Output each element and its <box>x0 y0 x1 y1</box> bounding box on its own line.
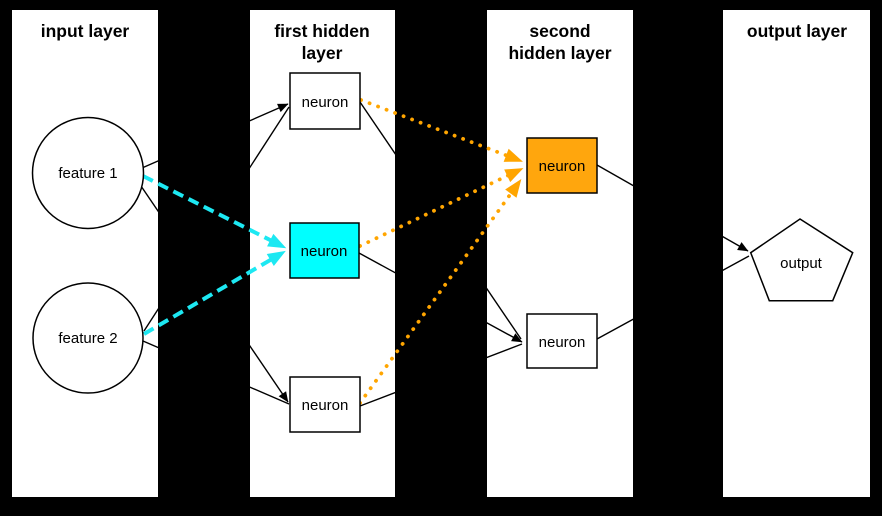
input-layer-title: input layer <box>41 21 130 41</box>
feature2-label: feature 2 <box>58 330 117 347</box>
feature1-label: feature 1 <box>58 165 117 182</box>
hidden1-neuron-middle-highlighted <box>289 222 360 279</box>
input-node-feature2 <box>32 282 144 394</box>
edge-hidden2-top-to-output <box>596 164 749 252</box>
hidden1-neuron-top-label: neuron <box>302 94 349 111</box>
hidden2-neuron-top-highlighted <box>526 137 598 194</box>
hidden1-neuron-bottom-label: neuron <box>302 397 349 414</box>
edge-hidden1-top-to-hidden2-top <box>359 98 523 162</box>
second-hidden-layer-panel <box>487 10 633 497</box>
edge-hidden1-top-to-hidden2-bottom <box>359 101 522 340</box>
edge-feature2-to-hidden1-top <box>143 106 290 332</box>
edge-hidden1-middle-to-hidden2-bottom <box>358 252 523 343</box>
edge-feature1-to-hidden1-top <box>141 103 289 169</box>
first-hidden-layer-title-line2: layer <box>302 43 343 63</box>
second-hidden-layer-title-line2: hidden layer <box>508 43 611 63</box>
output-layer-title: output layer <box>747 21 847 41</box>
edge-feature2-to-hidden1-bottom <box>142 340 290 405</box>
hidden1-neuron-middle-label: neuron <box>301 243 348 260</box>
output-node-pentagon <box>749 218 854 302</box>
edge-feature1-to-hidden1-bottom <box>140 185 289 403</box>
edge-hidden1-bottom-to-hidden2-top <box>358 179 522 405</box>
hidden1-neuron-top <box>289 72 361 130</box>
hidden2-neuron-bottom <box>526 313 598 369</box>
output-node-label: output <box>780 255 823 272</box>
edge-hidden1-middle-to-hidden2-top <box>358 168 524 248</box>
edge-hidden2-bottom-to-output <box>596 255 750 340</box>
first-hidden-layer-title-line1: first hidden <box>274 21 369 41</box>
orange-edges <box>358 98 524 405</box>
input-node-feature1 <box>31 116 145 230</box>
cyan-edges <box>142 174 287 336</box>
edge-feature2-to-hidden1-middle <box>142 250 286 336</box>
input-layer-panel <box>12 10 158 497</box>
hidden1-neuron-bottom <box>289 376 361 433</box>
edge-hidden1-bottom-to-hidden2-bottom <box>359 343 523 407</box>
second-hidden-layer-title-line1: second <box>529 21 590 41</box>
black-edges <box>140 101 750 407</box>
hidden2-neuron-bottom-label: neuron <box>539 334 586 351</box>
hidden2-neuron-top-label: neuron <box>539 158 586 175</box>
edge-feature1-to-hidden1-middle <box>142 174 287 249</box>
